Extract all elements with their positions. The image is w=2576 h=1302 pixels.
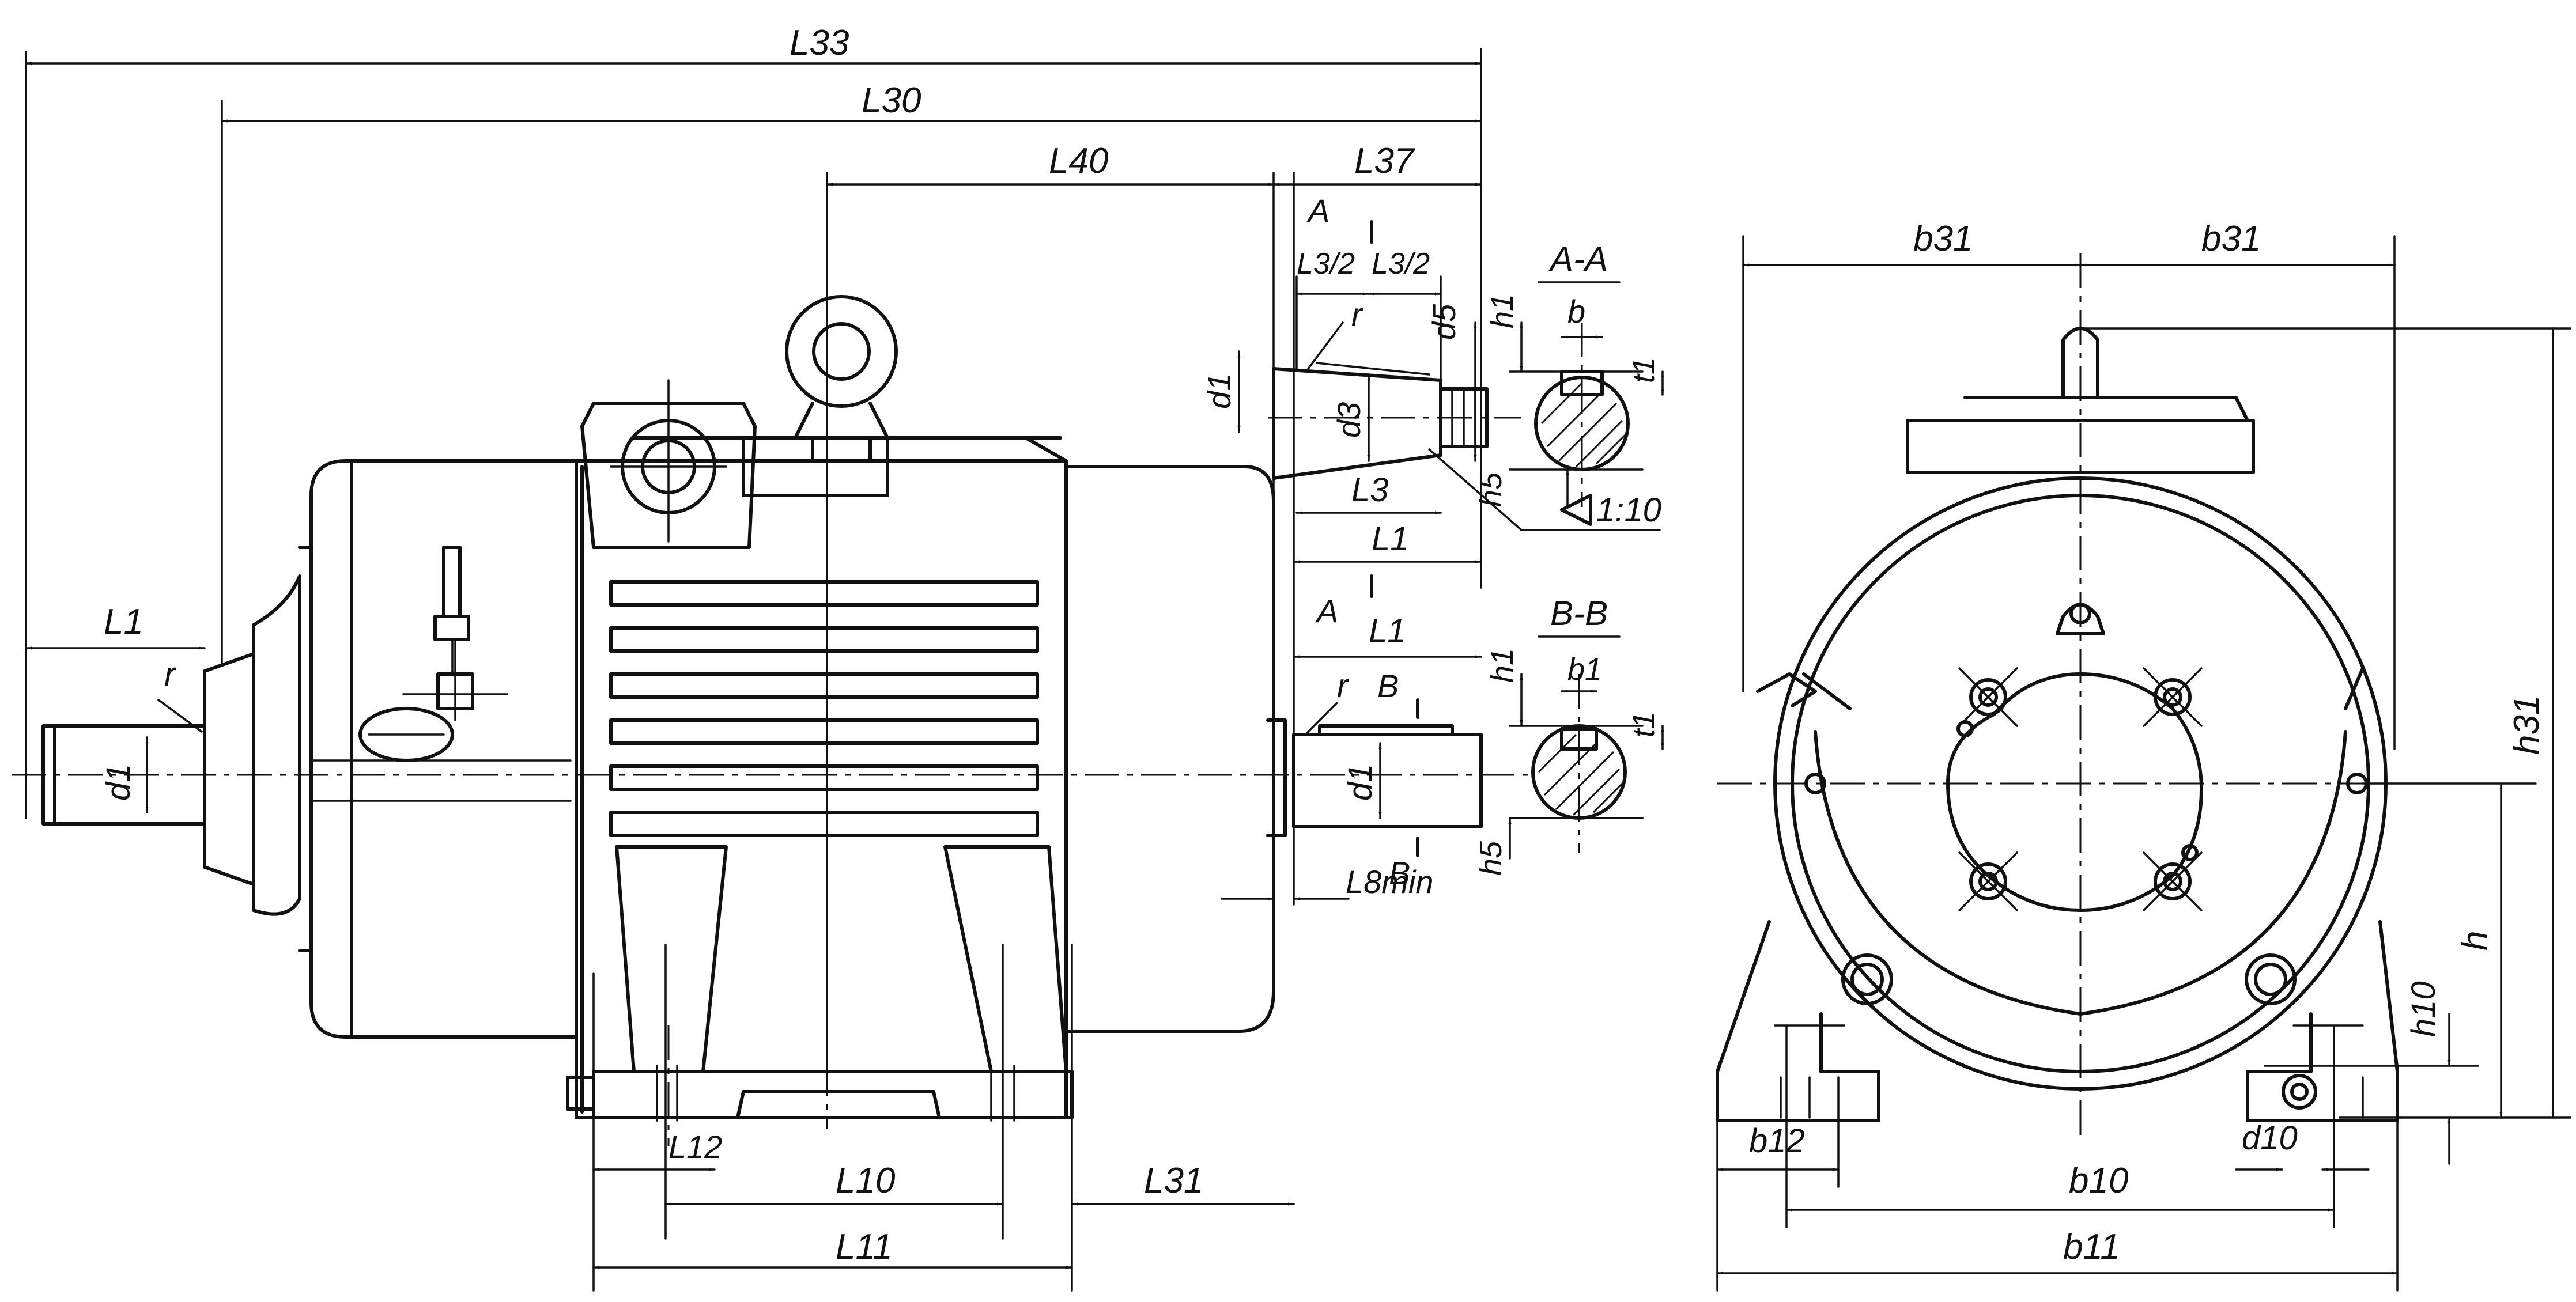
dim-L12: L12 (668, 1129, 722, 1165)
bb-h1: h1 (1485, 648, 1520, 683)
dim-b10: b10 (2069, 1161, 2128, 1201)
taper-symbol (1560, 494, 1592, 526)
dim-r-left: r (164, 656, 177, 693)
cut-A-bottom: A (1315, 593, 1338, 629)
dim-L8min: L8min (1346, 864, 1434, 900)
cooling-fins (609, 580, 1039, 837)
dim-r-cyl: r (1337, 667, 1350, 705)
end-view: b31 b31 h31 h h10 d10 b12 b10 b11 (1716, 219, 2571, 1292)
aa-b: b (1567, 293, 1585, 330)
dim-b31-left: b31 (1913, 219, 1973, 259)
aa-t1: t1 (1626, 357, 1661, 383)
dim-L3-half-a: L3/2 (1297, 247, 1355, 281)
taper-ratio: 1:10 (1596, 491, 1661, 529)
flange-bolts (1956, 667, 2203, 911)
dim-d1-left: d1 (100, 763, 137, 801)
dim-L1-key-a: L1 (1372, 520, 1409, 558)
bb-t1: t1 (1626, 711, 1661, 737)
dim-d3: d3 (1331, 402, 1367, 438)
cut-B-bottom: B (1389, 855, 1410, 891)
section-a-a: A-A h1 b t1 h5 (1474, 240, 1664, 508)
dim-b12: b12 (1749, 1122, 1805, 1160)
dim-L33: L33 (790, 23, 849, 63)
dim-L3: L3 (1351, 471, 1389, 509)
dim-L1-key-b: L1 (1369, 612, 1406, 650)
dim-L31: L31 (1144, 1161, 1203, 1201)
dim-h: h (2455, 931, 2495, 951)
dim-d10: d10 (2242, 1119, 2298, 1157)
cut-B-top: B (1377, 668, 1399, 704)
bb-b1: b1 (1567, 652, 1602, 687)
dim-L10: L10 (836, 1161, 895, 1201)
dim-L40: L40 (1049, 141, 1108, 181)
dim-L1-left: L1 (104, 602, 143, 642)
side-view: L33 L30 L40 L37 L1 L10 L11 L31 L12 L8min… (12, 23, 1661, 1292)
dim-d5: d5 (1426, 304, 1462, 340)
section-b-b: B-B h1 b1 t1 h5 (1474, 594, 1664, 876)
conical-shaft-detail (1237, 220, 1661, 598)
dim-b11: b11 (2063, 1227, 2120, 1267)
dim-L30: L30 (862, 81, 921, 120)
dim-h31: h31 (2507, 695, 2547, 755)
dim-d1-cyl: d1 (1342, 763, 1379, 801)
dim-h10: h10 (2405, 981, 2442, 1037)
dim-L37: L37 (1354, 141, 1415, 181)
dim-L3-half-b: L3/2 (1372, 247, 1430, 281)
dim-b31-right: b31 (2201, 219, 2261, 259)
section-b-b-title: B-B (1550, 594, 1608, 633)
dim-r-cone: r (1351, 296, 1363, 332)
bb-h5: h5 (1474, 841, 1508, 876)
aa-h5: h5 (1474, 472, 1508, 507)
dim-d1-cone: d1 (1201, 373, 1237, 409)
cut-A-top: A (1306, 192, 1329, 229)
section-a-a-title: A-A (1548, 240, 1608, 278)
dim-L11: L11 (836, 1227, 893, 1267)
aa-h1: h1 (1485, 294, 1520, 328)
